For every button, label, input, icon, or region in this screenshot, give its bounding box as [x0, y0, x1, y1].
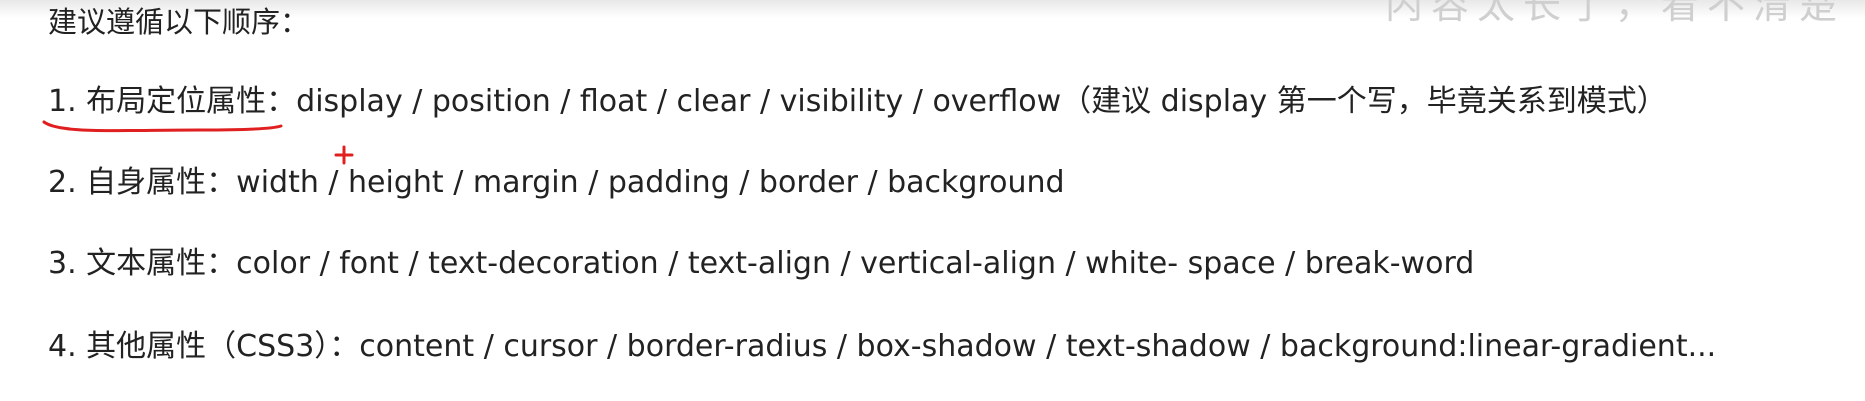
rule-number: 2.: [48, 165, 77, 200]
rule-number: 1.: [48, 84, 77, 119]
rule-separator: ：: [329, 329, 360, 364]
rule-category: 布局定位属性: [86, 84, 267, 119]
rule-category: 自身属性: [86, 165, 207, 200]
top-fade: [0, 0, 1865, 18]
rule-content: width / height / margin / padding / bord…: [236, 165, 1065, 200]
rule-line-1: 1. 布局定位属性：display / position / float / c…: [48, 82, 1667, 122]
rule-separator: ：: [266, 84, 297, 119]
plus-cursor-icon: [334, 145, 354, 165]
rule-category: 其他属性（CSS3）: [86, 329, 330, 364]
rule-content: color / font / text-decoration / text-al…: [236, 246, 1475, 281]
rule-number: 3.: [48, 246, 77, 281]
cropped-faded-heading: 内容太长了，看不清楚: [1384, 0, 1845, 27]
rule-number: 4.: [48, 329, 77, 364]
rule-separator: ：: [206, 165, 237, 200]
intro-text: 建议遵循以下顺序：: [48, 5, 310, 39]
red-underline-mark: [42, 120, 283, 133]
rule-separator: ：: [206, 246, 237, 281]
rule-line-3: 3. 文本属性：color / font / text-decoration /…: [48, 244, 1474, 284]
rule-content: display / position / float / clear / vis…: [296, 84, 1667, 119]
rule-category: 文本属性: [86, 246, 207, 281]
rule-line-4: 4. 其他属性（CSS3）：content / cursor / border-…: [48, 327, 1716, 367]
rule-line-2: 2. 自身属性：width / height / margin / paddin…: [48, 163, 1065, 203]
rule-content: content / cursor / border-radius / box-s…: [359, 329, 1717, 364]
